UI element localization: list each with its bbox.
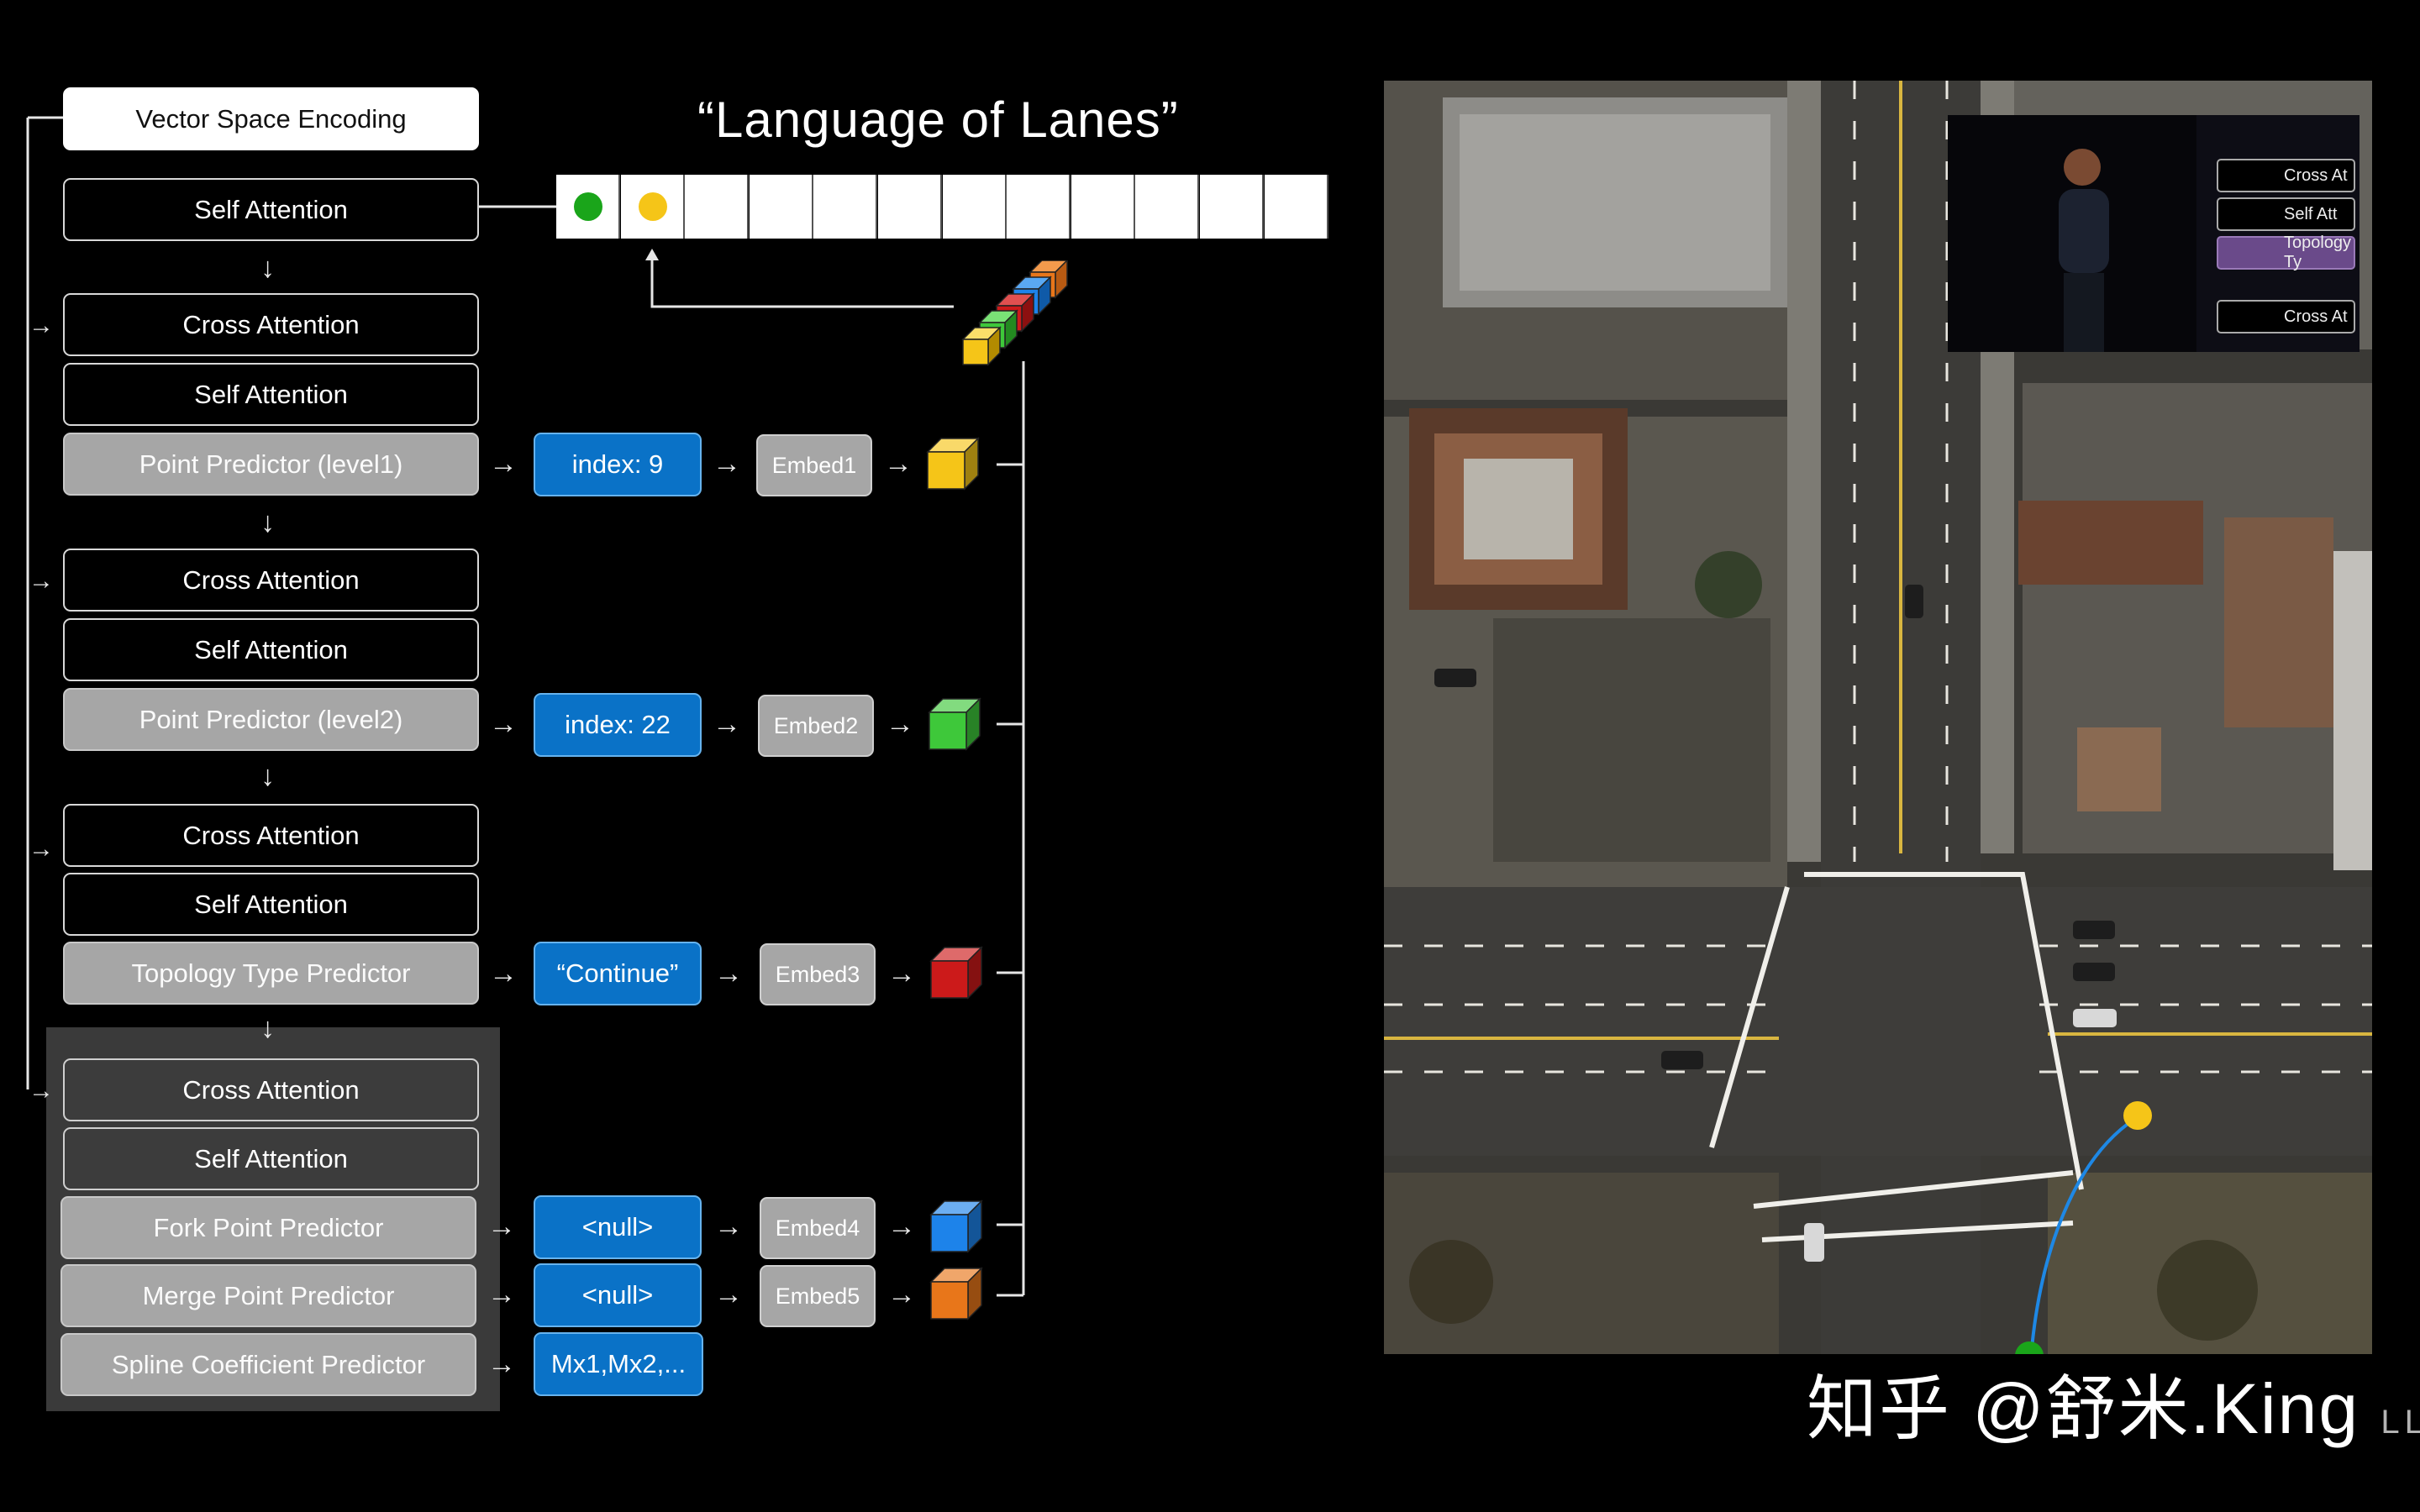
- final-cross-attention-box: Cross Attention: [63, 1058, 479, 1121]
- presenter-inset-video: Cross At Self Att Topology Ty Cross At: [1948, 115, 2360, 352]
- sequence-cell: [1264, 175, 1328, 239]
- sequence-token-dot: [574, 192, 602, 221]
- sequence-cell: [942, 175, 1007, 239]
- sequence-cell: [685, 175, 750, 239]
- right-arrow-icon: →: [713, 708, 741, 740]
- right-arrow-icon: →: [886, 708, 914, 740]
- diagram-title: “Language of Lanes”: [697, 92, 1179, 148]
- right-arrow-icon: →: [887, 1210, 916, 1242]
- right-arrow-icon: →: [29, 835, 54, 863]
- sequence-cell: [813, 175, 878, 239]
- final-self-attention-box: Self Attention: [63, 1127, 479, 1190]
- down-arrow-icon: ↓: [260, 507, 275, 538]
- right-arrow-icon: →: [487, 1278, 516, 1310]
- down-arrow-icon: ↓: [260, 760, 275, 792]
- right-arrow-icon: →: [713, 448, 741, 480]
- level2-index-output: index: 22: [534, 693, 702, 757]
- right-arrow-icon: →: [884, 448, 913, 480]
- inset-cross-attention-label: Cross At: [2217, 159, 2355, 192]
- embed5-box: Embed5: [760, 1265, 876, 1327]
- sequence-cell: [1071, 175, 1135, 239]
- right-arrow-icon: →: [489, 448, 518, 480]
- level2-self-attention-box: Self Attention: [63, 618, 479, 681]
- level2-cross-attention-box: Cross Attention: [63, 549, 479, 612]
- lane-decoder-diagram: “Language of Lanes” Vector Space Encodin…: [26, 87, 1328, 1411]
- right-arrow-icon: →: [714, 958, 743, 990]
- right-arrow-icon: →: [487, 1210, 516, 1242]
- embed3-box: Embed3: [760, 943, 876, 1005]
- zhihu-watermark: 知乎 @舒米.King LL WE: [1807, 1352, 2420, 1454]
- aerial-intersection-image: [1384, 81, 2372, 1354]
- sequence-token-dot: [638, 192, 667, 221]
- level1-self-attention-box: Self Attention: [63, 363, 479, 426]
- spline-coefficient-output: Mx1,Mx2,...: [534, 1332, 703, 1396]
- predicted-lane-overlay: [2015, 1101, 2152, 1354]
- inset-self-attention-label: Self Att: [2217, 197, 2355, 231]
- fork-null-output: <null>: [534, 1195, 702, 1259]
- sequence-cell: [1135, 175, 1200, 239]
- inset-cross-attention-label-2: Cross At: [2217, 300, 2355, 333]
- right-arrow-icon: →: [489, 708, 518, 740]
- fork-point-predictor-box: Fork Point Predictor: [60, 1196, 476, 1259]
- inset-topology-label: Topology Ty: [2217, 234, 2355, 271]
- right-arrow-icon: →: [489, 958, 518, 990]
- right-arrow-icon: →: [887, 1278, 916, 1310]
- aerial-map-drawing: [1384, 81, 2372, 1354]
- level1-cross-attention-box: Cross Attention: [63, 293, 479, 356]
- vector-space-encoding-box: Vector Space Encoding: [63, 87, 479, 150]
- embed1-box: Embed1: [756, 434, 872, 496]
- watermark-text: 知乎 @舒米.King: [1807, 1369, 2360, 1448]
- topology-continue-output: “Continue”: [534, 942, 702, 1005]
- down-arrow-icon: ↓: [260, 1012, 275, 1044]
- right-arrow-icon: →: [29, 567, 54, 595]
- sequence-cell: [1007, 175, 1071, 239]
- sequence-cell: [749, 175, 813, 239]
- watermark-suffix: LL WE: [2381, 1404, 2420, 1441]
- sequence-cell: [1200, 175, 1264, 239]
- sequence-cell: [878, 175, 942, 239]
- topology-cross-attention-box: Cross Attention: [63, 804, 479, 867]
- topology-type-predictor-box: Topology Type Predictor: [63, 942, 479, 1005]
- right-arrow-icon: →: [887, 958, 916, 990]
- down-arrow-icon: ↓: [260, 252, 275, 284]
- level1-index-output: index: 9: [534, 433, 702, 496]
- self-attention-top-box: Self Attention: [63, 178, 479, 241]
- embed2-box: Embed2: [758, 695, 874, 757]
- embed4-box: Embed4: [760, 1197, 876, 1259]
- connector-lines: [26, 116, 1025, 1297]
- topology-self-attention-box: Self Attention: [63, 873, 479, 936]
- level1-point-predictor-box: Point Predictor (level1): [63, 433, 479, 496]
- right-arrow-icon: →: [29, 312, 54, 339]
- right-arrow-icon: →: [29, 1077, 54, 1105]
- right-arrow-icon: →: [714, 1278, 743, 1310]
- merge-null-output: <null>: [534, 1263, 702, 1327]
- stacked-cubes-icon: [961, 260, 1069, 366]
- right-arrow-icon: →: [487, 1348, 516, 1380]
- level2-point-predictor-box: Point Predictor (level2): [63, 688, 479, 751]
- merge-point-predictor-box: Merge Point Predictor: [60, 1264, 476, 1327]
- spline-coefficient-predictor-box: Spline Coefficient Predictor: [60, 1333, 476, 1396]
- right-arrow-icon: →: [714, 1210, 743, 1242]
